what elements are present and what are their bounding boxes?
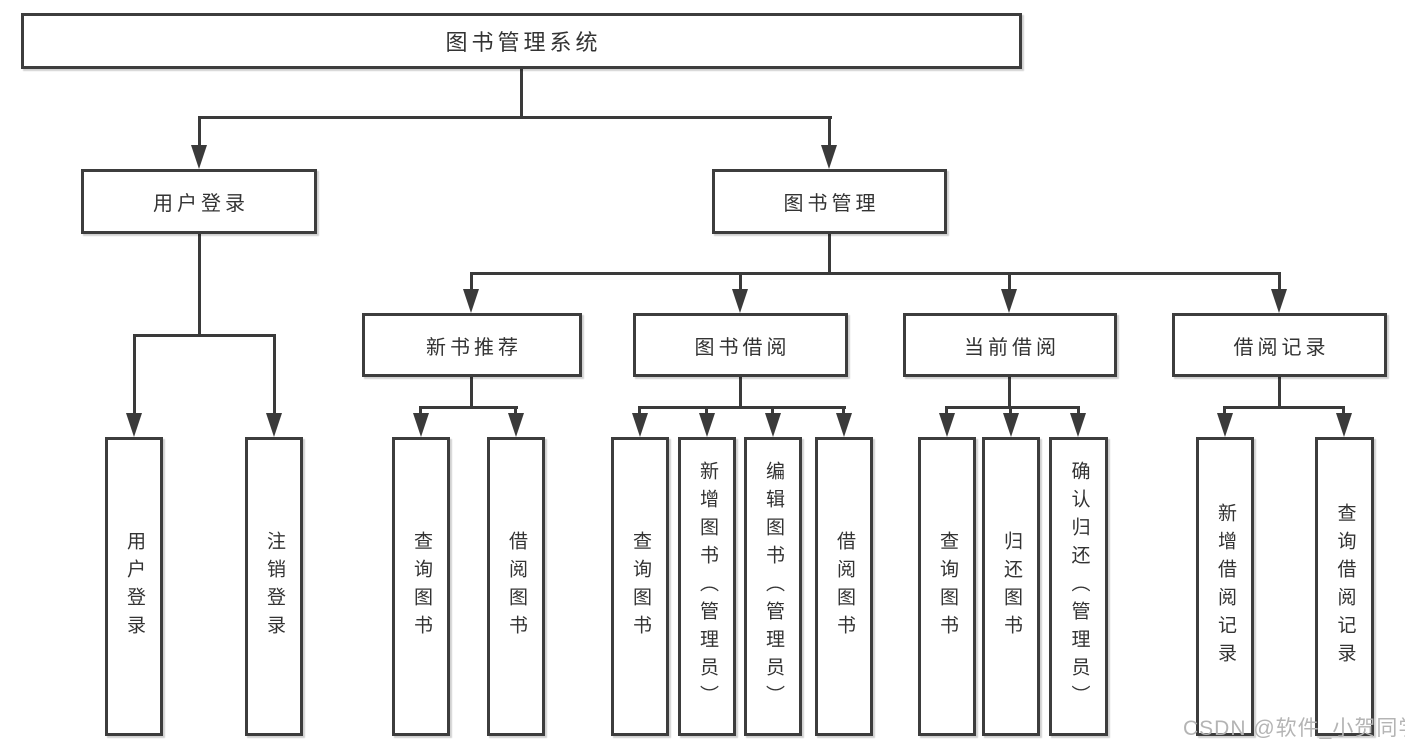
arrowhead-icon xyxy=(266,413,282,437)
node-label: 注销登录 xyxy=(263,530,285,643)
connector-line xyxy=(419,406,422,415)
leaf-confirm-return-admin: 确认归还（管理员） xyxy=(1049,437,1108,736)
node-label: 查询图书 xyxy=(410,530,432,643)
node-label: 新增图书（管理员） xyxy=(696,460,718,713)
arrowhead-icon xyxy=(1003,413,1019,437)
arrowhead-icon xyxy=(836,413,852,437)
arrowhead-icon xyxy=(1070,413,1086,437)
node-book-management: 图书管理 xyxy=(712,169,947,234)
connector-line xyxy=(828,234,831,274)
node-library-management-system: 图书管理系统 xyxy=(21,13,1022,69)
node-label: 用户登录 xyxy=(153,193,249,215)
connector-line xyxy=(514,406,517,415)
connector-line xyxy=(470,377,473,408)
node-user-login: 用户登录 xyxy=(81,169,317,234)
node-label: 归还图书 xyxy=(1000,530,1022,643)
arrowhead-icon xyxy=(463,289,479,313)
connector-line xyxy=(133,334,276,337)
leaf-logout: 注销登录 xyxy=(245,437,303,736)
connector-line xyxy=(739,272,742,290)
node-label: 图书借阅 xyxy=(694,336,791,359)
arrowhead-icon xyxy=(632,413,648,437)
connector-line xyxy=(1223,406,1345,409)
leaf-query-books-recommend: 查询图书 xyxy=(392,437,450,736)
connector-line xyxy=(470,272,473,290)
arrowhead-icon xyxy=(765,413,781,437)
node-label: 借阅记录 xyxy=(1233,336,1330,359)
leaf-query-borrow-record: 查询借阅记录 xyxy=(1315,437,1374,736)
node-label: 图书管理 xyxy=(783,193,880,215)
leaf-add-borrow-record: 新增借阅记录 xyxy=(1196,437,1254,736)
connector-line xyxy=(638,406,846,409)
node-label: 图书管理系统 xyxy=(445,30,602,55)
leaf-borrow-books-recommend: 借阅图书 xyxy=(487,437,545,736)
arrowhead-icon xyxy=(939,413,955,437)
connector-line xyxy=(133,334,136,414)
arrowhead-icon xyxy=(821,145,837,169)
connector-line xyxy=(705,406,708,415)
node-label: 查询图书 xyxy=(936,530,958,643)
connector-line xyxy=(739,377,742,408)
arrowhead-icon xyxy=(1271,289,1287,313)
connector-line xyxy=(945,406,948,415)
connector-line xyxy=(771,406,774,415)
connector-line xyxy=(1008,377,1011,408)
node-label: 借阅图书 xyxy=(505,530,527,643)
connector-line xyxy=(470,272,1281,275)
leaf-add-book-admin: 新增图书（管理员） xyxy=(678,437,736,736)
arrowhead-icon xyxy=(1001,289,1017,313)
connector-line xyxy=(198,234,201,336)
connector-line xyxy=(198,116,832,119)
node-label: 当前借阅 xyxy=(964,336,1060,359)
arrowhead-icon xyxy=(508,413,524,437)
node-book-borrow: 图书借阅 xyxy=(633,313,848,377)
node-label: 新书推荐 xyxy=(426,336,522,359)
node-new-book-recommend: 新书推荐 xyxy=(362,313,582,377)
connector-line xyxy=(842,406,845,415)
connector-line xyxy=(273,334,276,414)
connector-line xyxy=(945,406,1080,409)
connector-line xyxy=(638,406,641,415)
leaf-return-book: 归还图书 xyxy=(982,437,1040,736)
arrowhead-icon xyxy=(699,413,715,437)
arrowhead-icon xyxy=(732,289,748,313)
csdn-watermark: CSDN @软件_小贺同学 xyxy=(1183,717,1405,740)
node-label: 查询图书 xyxy=(629,530,651,643)
connector-line xyxy=(1009,406,1012,415)
leaf-edit-book-admin: 编辑图书（管理员） xyxy=(744,437,802,736)
connector-line xyxy=(198,116,201,150)
arrowhead-icon xyxy=(1217,413,1233,437)
leaf-borrow-books: 借阅图书 xyxy=(815,437,873,736)
node-label: 确认归还（管理员） xyxy=(1068,460,1090,713)
node-label: 新增借阅记录 xyxy=(1214,502,1236,671)
leaf-query-books-current: 查询图书 xyxy=(918,437,976,736)
node-label: 用户登录 xyxy=(123,530,145,643)
connector-line xyxy=(1008,272,1011,290)
connector-line xyxy=(1342,406,1345,415)
connector-line xyxy=(1278,272,1281,290)
node-label: 借阅图书 xyxy=(833,530,855,643)
node-label: 编辑图书（管理员） xyxy=(762,460,784,713)
connector-line xyxy=(520,69,523,119)
arrowhead-icon xyxy=(413,413,429,437)
connector-line xyxy=(828,116,831,150)
arrowhead-icon xyxy=(191,145,207,169)
connector-line xyxy=(1278,377,1281,408)
connector-line xyxy=(1077,406,1080,415)
leaf-user-login: 用户登录 xyxy=(105,437,163,736)
leaf-query-books-borrow: 查询图书 xyxy=(611,437,669,736)
connector-line xyxy=(1223,406,1226,415)
node-label: 查询借阅记录 xyxy=(1334,502,1356,671)
arrowhead-icon xyxy=(126,413,142,437)
connector-line xyxy=(419,406,518,409)
node-borrow-records: 借阅记录 xyxy=(1172,313,1387,377)
node-current-borrow: 当前借阅 xyxy=(903,313,1117,377)
arrowhead-icon xyxy=(1336,413,1352,437)
